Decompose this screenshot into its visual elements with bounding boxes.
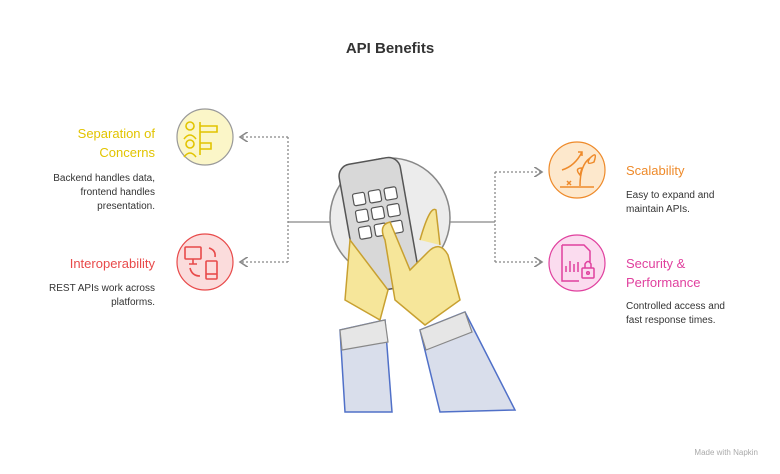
desc-line: Controlled access and xyxy=(626,301,725,312)
item-title-scalability: Scalability xyxy=(626,161,685,180)
item-title-interoperability: Interoperability xyxy=(70,254,155,273)
connector-lines xyxy=(240,137,542,262)
watermark: Made with Napkin xyxy=(694,448,758,457)
title-line: Security & xyxy=(626,256,686,271)
item-desc-scalability: Easy to expand and maintain APIs. xyxy=(626,189,714,217)
desc-line: frontend handles xyxy=(80,187,155,198)
item-desc-security-performance: Controlled access and fast response time… xyxy=(626,300,725,328)
title-line: Scalability xyxy=(626,163,685,178)
title-line: Separation of xyxy=(77,126,155,141)
people-hierarchy-icon xyxy=(176,108,234,166)
central-hands-phone-illustration xyxy=(329,156,517,413)
desc-line: maintain APIs. xyxy=(626,204,690,215)
desc-line: Easy to expand and xyxy=(626,190,715,201)
item-title-separation-of-concerns: Separation of Concerns xyxy=(78,124,155,162)
desc-line: Backend handles data, xyxy=(53,173,155,184)
item-desc-separation-of-concerns: Backend handles data, frontend handles p… xyxy=(53,172,155,214)
diagram-title: API Benefits xyxy=(345,40,435,57)
title-line: Performance xyxy=(626,275,701,290)
item-title-security-performance: Security & Performance xyxy=(626,254,700,292)
desc-line: fast response times. xyxy=(626,315,716,326)
devices-sync-icon xyxy=(176,233,234,291)
title-line: Interoperability xyxy=(69,256,155,271)
growth-plant-icon xyxy=(548,141,606,199)
desc-line: presentation. xyxy=(97,201,155,212)
title-line: Concerns xyxy=(99,145,155,160)
desc-line: platforms. xyxy=(111,297,155,308)
document-lock-icon xyxy=(548,234,606,292)
desc-line: REST APIs work across xyxy=(49,283,155,294)
item-desc-interoperability: REST APIs work across platforms. xyxy=(49,282,155,310)
